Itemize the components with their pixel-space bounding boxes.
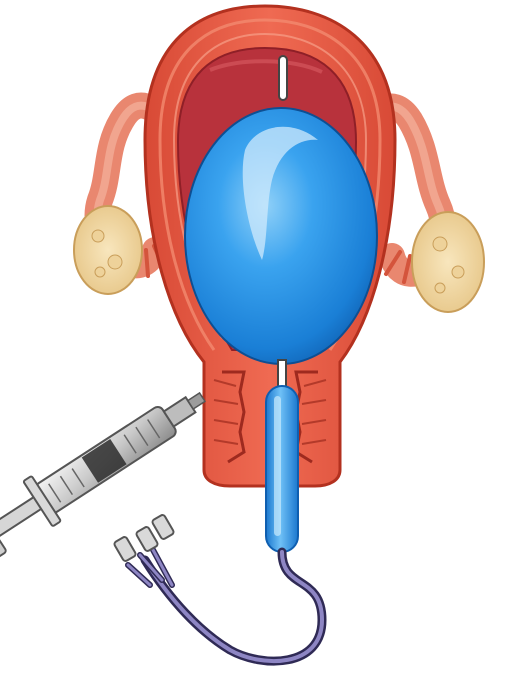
connector-tubing	[128, 548, 322, 661]
catheter-tip	[279, 56, 287, 100]
syringe	[0, 375, 217, 563]
right-ovary	[412, 212, 484, 312]
left-ovary	[74, 206, 142, 294]
inflated-balloon	[185, 108, 377, 364]
valve-connectors	[113, 514, 174, 562]
